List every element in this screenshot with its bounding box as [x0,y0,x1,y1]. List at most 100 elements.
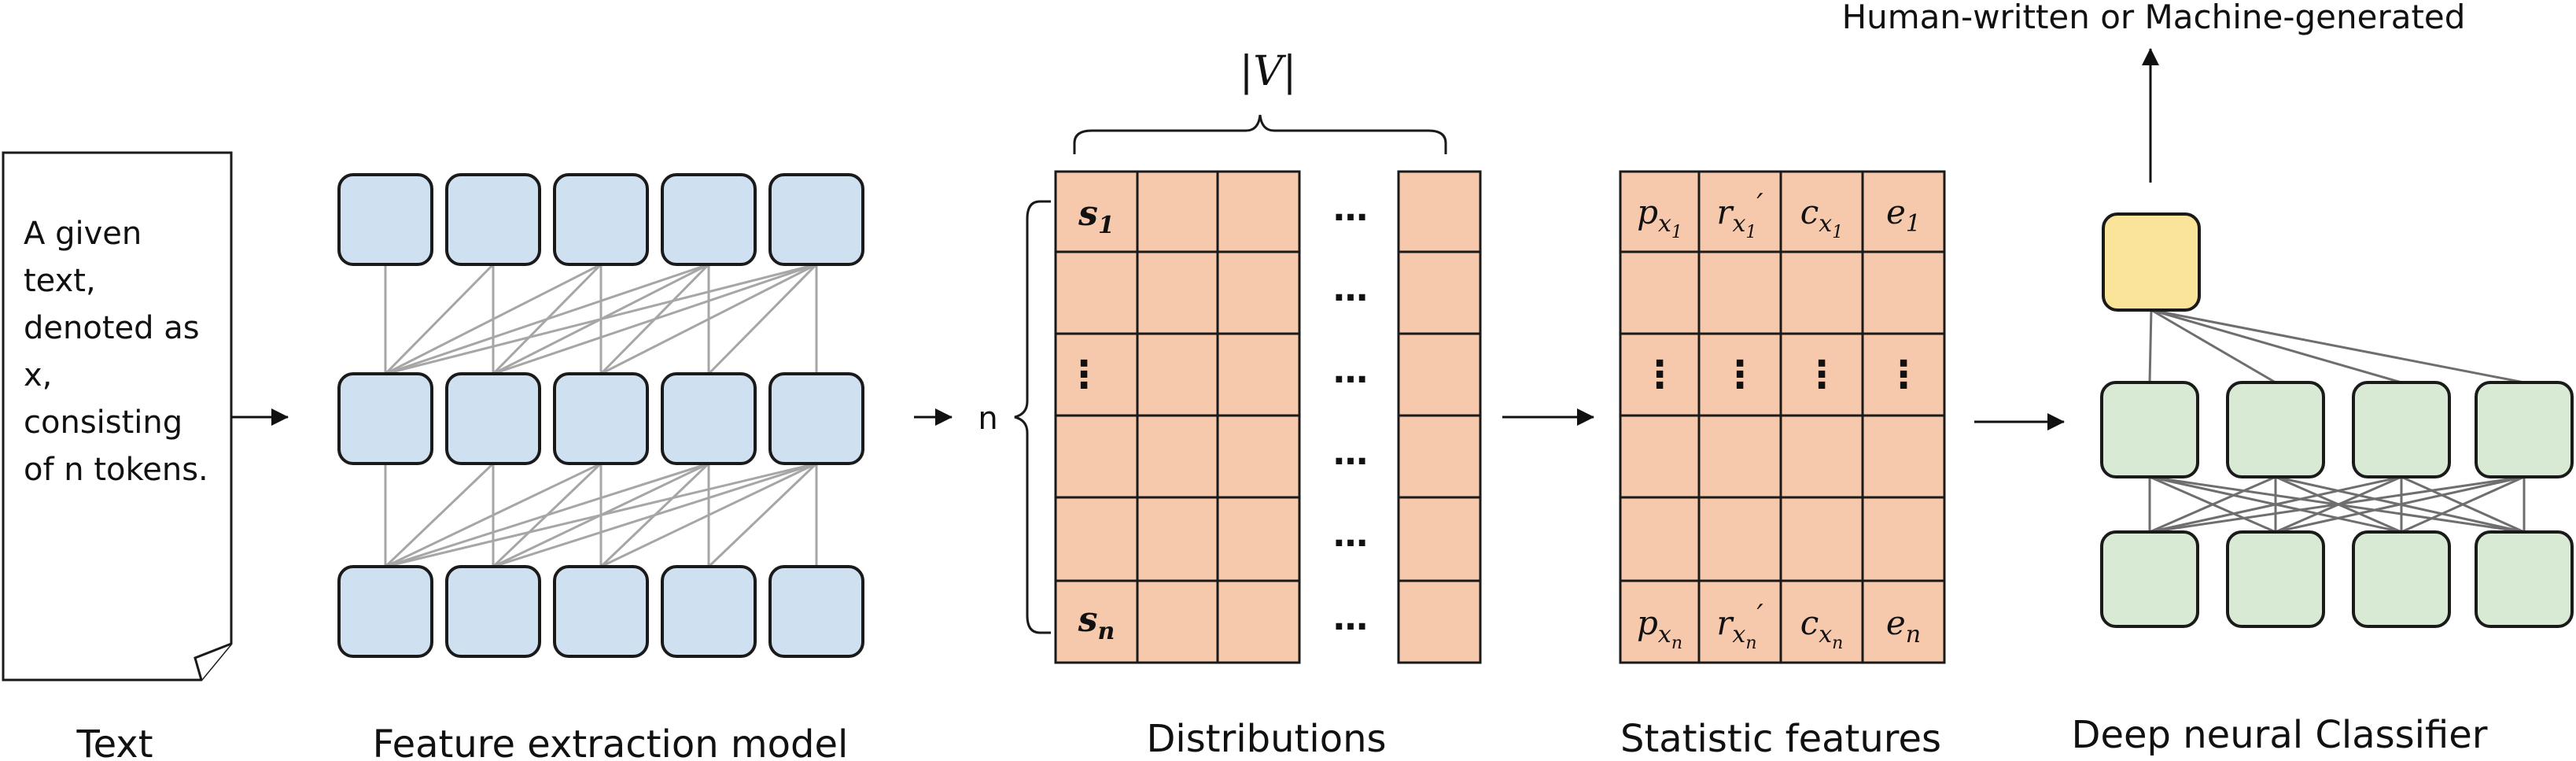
feature-model-edge [492,462,603,568]
stat-bottom-symbol-prime: ′ [1756,600,1763,632]
text-document: A given text, denoted as x, consisting o… [2,151,233,682]
stat-top-symbol-sub: x [1732,210,1745,238]
stat-top-symbol-subsub: 1 [1745,223,1756,242]
caption-feature-model: Feature extraction model [373,722,849,761]
stat-top-symbol-base: c [1800,193,1819,231]
distribution-cell-last-column [1397,414,1482,499]
feature-model-node [337,372,433,465]
classifier-hidden-node [2226,530,2325,628]
classifier-edge [2150,308,2525,384]
stat-bottom-symbol-base: r [1716,604,1734,642]
row-label-sn: sn [1078,600,1115,645]
classifier-hidden-node [2352,381,2451,478]
caption-distributions: Distributions [1146,717,1386,761]
classifier-edge [2150,308,2402,384]
stat-bottom-symbol: en [1886,604,1921,648]
tokens-brace [1014,200,1051,634]
distribution-cell [1136,250,1219,335]
distribution-cell [1216,170,1301,253]
statistic-cell [1861,170,1946,253]
distribution-cell-last-column [1397,250,1482,335]
column-ellipsis: … [1333,598,1368,638]
stat-top-symbol-base: e [1886,193,1906,231]
stat-top-symbol-subsub: 1 [1671,223,1682,242]
column-ellipsis: … [1333,269,1368,309]
classifier-edges [2148,308,2526,534]
stat-top-symbol: px1 [1637,193,1682,242]
caption-text: Text [76,722,153,761]
classifier-edge [2149,475,2276,534]
page-curl-icon [193,642,232,681]
classifier-edge [2401,475,2525,534]
stat-bottom-symbol-subsub: n [1745,634,1756,653]
stat-top-symbol-base: p [1637,193,1658,231]
classifier-hidden-node [2475,530,2574,628]
feature-model-node [337,173,433,266]
stat-bottom-symbol-base: c [1800,604,1819,642]
feature-model-nodes [337,173,864,658]
feature-model-node [768,173,864,266]
distribution-cells [1054,170,1482,664]
feature-model-edge [707,462,818,568]
feature-model-node [553,372,649,465]
feature-model-node [661,565,757,658]
text-line-5: consisting [24,405,182,441]
stat-top-symbol: cx1 [1800,193,1843,242]
feature-model-edge [599,263,710,375]
stat-bottom-symbol: cxn [1800,604,1844,653]
text-line-4: x, [24,357,52,393]
stat-bottom-symbol-sub: n [1906,621,1921,648]
distribution-cell [1136,170,1219,253]
classifier-hidden-node [2100,381,2199,478]
classifier-edge [2275,475,2525,534]
stat-top-symbol-sub: x [1658,210,1671,238]
statistic-cell [1861,332,1946,417]
feature-model-edge [599,462,710,568]
text-line-1: A given [24,216,142,252]
statistic-cell [1619,250,1701,335]
stat-top-symbol-subsub: 1 [1832,223,1843,242]
statistic-cell [1861,250,1946,335]
distribution-cell [1216,496,1301,582]
statistic-cell [1779,250,1864,335]
statistic-cell [1697,579,1782,664]
distribution-cell [1054,250,1139,335]
stat-ellipsis-vertical: ⋮ [1721,353,1759,397]
stat-bottom-symbol-sub: x [1819,621,1832,648]
distribution-cell-last-column [1397,170,1482,253]
text-line-3: denoted as [24,310,200,346]
stat-ellipsis-vertical: ⋮ [1641,353,1679,397]
distribution-cell [1054,414,1139,499]
distribution-ellipsis-column: ……………… [1333,189,1368,638]
statistic-cell [1697,332,1782,417]
feature-model-node [768,372,864,465]
text-line-6: of n tokens. [24,452,208,488]
statistic-cell [1779,579,1864,664]
statistic-ellipsis-row: ⋮ ⋮ ⋮ ⋮ [1641,353,1922,397]
stat-bottom-symbol-sub: x [1732,621,1745,648]
distribution-cell [1136,332,1219,417]
feature-model-node [661,372,757,465]
distribution-cell [1136,496,1219,582]
distribution-cell [1136,579,1219,664]
feature-model-node [445,565,541,658]
classifier-hidden-node [2475,381,2574,478]
stat-ellipsis-vertical: ⋮ [1885,353,1922,397]
statistic-cell [1619,332,1701,417]
row-label-s1-sub: 1 [1098,212,1115,239]
feature-model-node [337,565,433,658]
distribution-cell [1216,579,1301,664]
statistic-cell [1619,496,1701,582]
distribution-cell-last-column [1397,496,1482,582]
distribution-cell [1216,332,1301,417]
stat-ellipsis-vertical: ⋮ [1803,353,1841,397]
classifier-edge [2149,475,2402,534]
row-label-s1-base: s [1078,194,1098,234]
distributions-matrix: |V| n ……………… s1 ⋮ sn [978,48,1482,664]
stat-top-symbol-sub: 1 [1906,210,1921,238]
output-label: Human-written or Machine-generated [1842,0,2466,36]
